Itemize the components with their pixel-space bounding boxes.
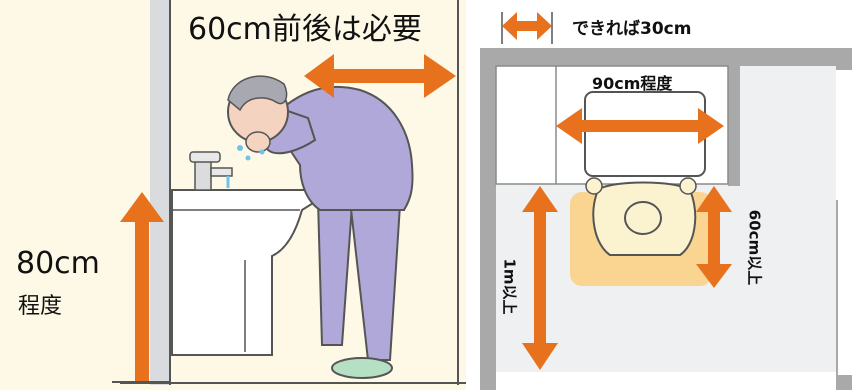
depth-arrow: [304, 54, 456, 98]
counter-width-label: 90cm程度: [592, 74, 673, 93]
person-top-view: [585, 177, 697, 256]
front-clearance-arrow: [522, 186, 558, 370]
depth-label: 60cm前後は必要: [188, 12, 422, 47]
side-clearance-label: 60cm以上: [745, 209, 764, 286]
sink-plan: [584, 91, 706, 177]
side-clearance-arrow: [696, 186, 732, 288]
preferred-clearance-arrow: [501, 12, 553, 44]
vanity-cabinet: [171, 189, 319, 356]
faucet: [189, 151, 233, 191]
counter-width-arrow: [556, 108, 724, 144]
height-value-label: 80cm: [16, 246, 100, 281]
front-clearance-label: 1m以上: [500, 258, 519, 315]
height-suffix-label: 程度: [18, 294, 63, 319]
wall-side: [150, 0, 170, 385]
elderly-person: [227, 75, 414, 379]
height-arrow: [112, 192, 170, 383]
preferred-clearance-label: できれば30cm: [572, 19, 692, 39]
